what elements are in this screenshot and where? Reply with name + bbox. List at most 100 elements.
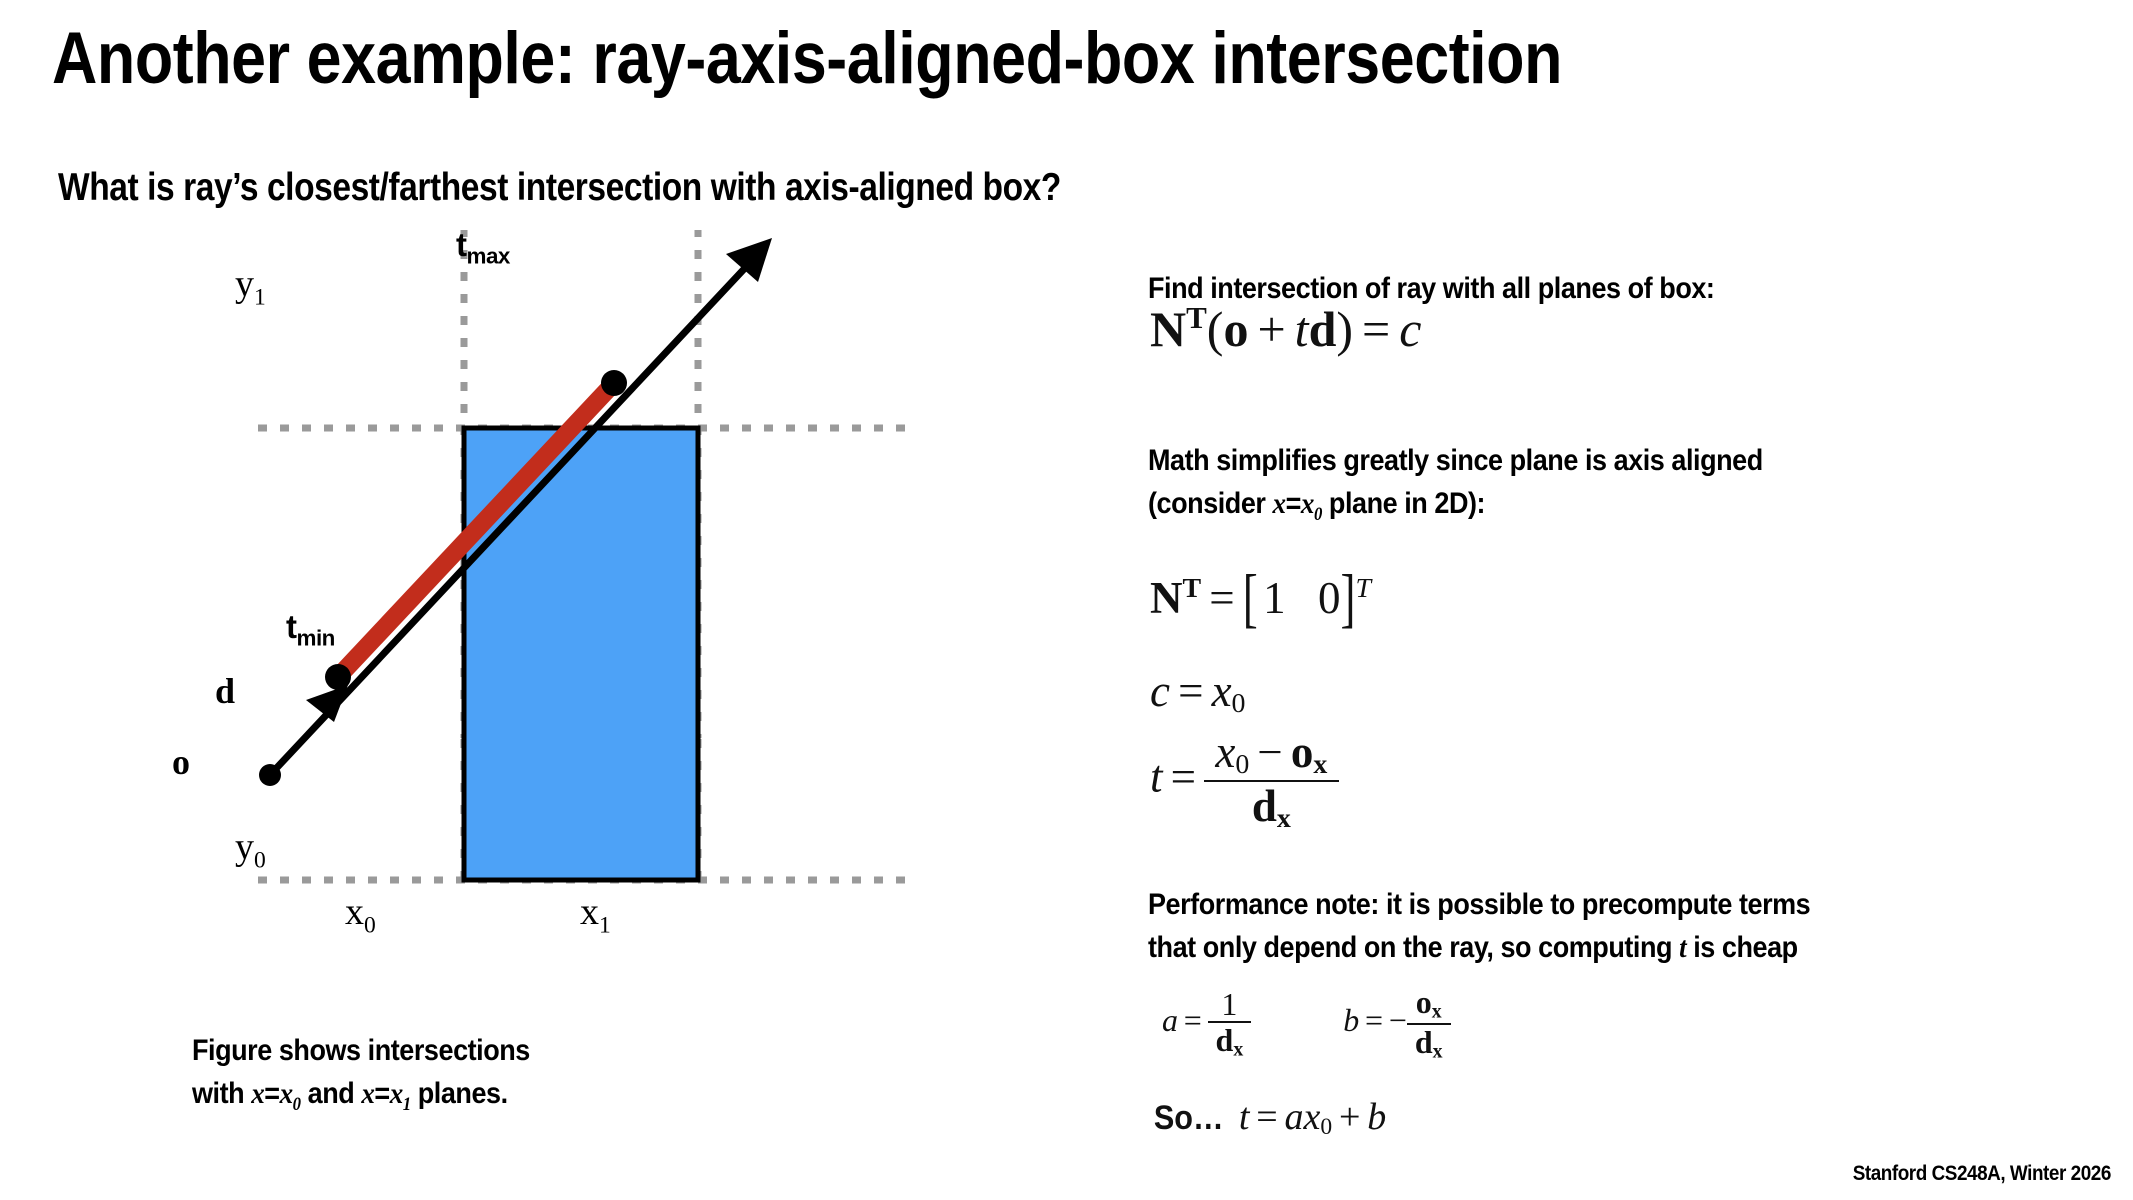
eq2-T: T: [1182, 572, 1202, 604]
perf2-pre: that only depend on the ray, so computin…: [1148, 930, 1680, 964]
eq5-b-den: dx: [1406, 1022, 1451, 1063]
note2-eq: =: [1285, 486, 1302, 520]
note2-pre: (consider: [1148, 486, 1273, 520]
eq6-a: a: [1284, 1096, 1304, 1138]
eq4-minus: −: [1257, 727, 1283, 777]
caption-x-sub-2: 1: [402, 1093, 411, 1115]
perf2-post: is cheap: [1686, 930, 1798, 964]
slide-subtitle: What is ray’s closest/farthest intersect…: [58, 166, 1061, 209]
label-tmax: tmax: [456, 226, 510, 270]
eq6-plus: +: [1338, 1096, 1361, 1138]
note2-val: x: [1300, 486, 1314, 520]
eq1-plus: +: [1257, 301, 1286, 357]
note2-var: x: [1272, 486, 1286, 520]
label-tmax-sub: max: [466, 243, 511, 269]
label-x0: x0: [345, 890, 376, 940]
eq6-so: So…: [1153, 1099, 1224, 1137]
caption-x-var-2: x: [361, 1076, 375, 1110]
eq1-lparen: (: [1206, 301, 1224, 357]
find-intersection-heading: Find intersection of ray with all planes…: [1148, 272, 1715, 305]
label-tmin-text: t: [286, 608, 297, 645]
ray-box-diagram: y1 y0 x0 x1 tmin tmax o d: [0, 226, 950, 1020]
eq1-c: c: [1399, 301, 1422, 357]
label-ray-origin: o: [172, 742, 190, 782]
note2-post: plane in 2D):: [1321, 486, 1486, 520]
note2-sub: 0: [1313, 503, 1322, 525]
eq6-b: b: [1367, 1096, 1387, 1138]
label-x1-text: x: [580, 891, 599, 933]
caption-mid: and: [300, 1076, 362, 1110]
eq6-equals: =: [1256, 1096, 1278, 1138]
math-note-line2: (consider x=x0 plane in 2D):: [1148, 483, 1763, 528]
eq4-equals: =: [1170, 751, 1196, 802]
eq5-equals2: =: [1365, 1002, 1384, 1039]
eq3-x: x: [1211, 666, 1232, 716]
tmax-point: [601, 370, 627, 396]
eq5-a-den: dx: [1207, 1021, 1252, 1061]
label-y0-sub: 0: [254, 847, 266, 874]
label-tmin-sub: min: [296, 625, 336, 651]
eq5-b-num-sub: x: [1431, 1000, 1442, 1023]
slide-footer: Stanford CS248A, Winter 2026: [1852, 1162, 2112, 1185]
eq4-t: t: [1150, 751, 1163, 802]
perf2-var: t: [1679, 930, 1687, 964]
caption-x-var-1: x: [251, 1076, 265, 1110]
eq5-b-num-o: o: [1415, 984, 1432, 1020]
eq4-denominator: dx: [1204, 780, 1339, 835]
eq1-N: N: [1150, 301, 1187, 357]
eq3-c: c: [1150, 666, 1170, 716]
eq1-T: T: [1186, 300, 1207, 336]
slide-title: Another example: ray-axis-aligned-box in…: [52, 18, 1563, 99]
eq1-rparen: ): [1336, 301, 1354, 357]
caption-x-val-1: x: [279, 1076, 293, 1110]
eq5-a: a: [1162, 1002, 1178, 1039]
eq4-den-sub: x: [1276, 803, 1291, 835]
perf-note-line2: that only depend on the ray, so computin…: [1148, 927, 1810, 970]
eq6-sub: 0: [1320, 1114, 1333, 1141]
eq4-num-o: o: [1290, 727, 1314, 777]
eq3-equals: =: [1178, 666, 1204, 716]
eq4-num-sub: 0: [1235, 749, 1250, 781]
math-note-line1: Math simplifies greatly since plane is a…: [1148, 444, 1763, 477]
label-x1: x1: [580, 890, 611, 940]
eq1-equals: =: [1362, 301, 1391, 357]
ray-line: [266, 248, 764, 779]
figure-caption: Figure shows intersections with x=x0 and…: [192, 1030, 530, 1118]
label-y0-text: y: [235, 826, 254, 868]
eq2-zero: 0: [1317, 573, 1341, 623]
eq4-numerator: x0−ox: [1204, 728, 1338, 780]
eq3-sub: 0: [1231, 688, 1246, 720]
ray-origin-point: [259, 764, 281, 786]
eq5-equals1: =: [1183, 1002, 1202, 1039]
caption-x-val-2: x: [389, 1076, 403, 1110]
label-y1: y1: [235, 262, 266, 312]
eq2-equals: =: [1209, 573, 1235, 623]
eq4-num-x: x: [1215, 727, 1236, 777]
label-x0-text: x: [345, 891, 364, 933]
math-simplifies-note: Math simplifies greatly since plane is a…: [1148, 440, 1763, 528]
eq1-d: d: [1308, 301, 1337, 357]
label-y0: y0: [235, 825, 266, 875]
figure-caption-line2: with x=x0 and x=x1 planes.: [192, 1076, 508, 1115]
eq2-rbracket: ]: [1340, 561, 1356, 635]
eq4-den-d: d: [1251, 781, 1277, 832]
label-x0-sub: 0: [364, 912, 376, 939]
label-tmin: tmin: [286, 608, 335, 652]
eq6-x: x: [1303, 1096, 1321, 1138]
eq2-lbracket: [: [1242, 561, 1258, 635]
performance-note: Performance note: it is possible to prec…: [1148, 884, 1811, 970]
equation-plane-intersection: NT(o+td)=c: [1150, 300, 1421, 358]
eq5-minus: −: [1388, 1002, 1407, 1039]
caption-post: planes.: [410, 1076, 508, 1110]
eq5-a-num: 1: [1221, 985, 1238, 1022]
tmin-point: [325, 664, 351, 690]
figure-caption-line1: Figure shows intersections: [192, 1034, 530, 1067]
eq5-b-num: ox: [1407, 985, 1451, 1023]
eq4-num-o-sub: x: [1313, 749, 1328, 781]
equation-final-t: So…t=ax0+b: [1150, 1095, 1386, 1141]
label-y1-sub: 1: [254, 284, 266, 311]
